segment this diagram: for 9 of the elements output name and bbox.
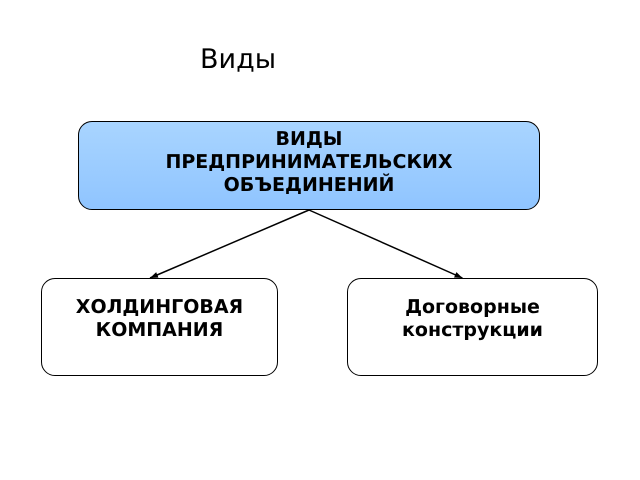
box-label: ХОЛДИНГОВАЯ КОМПАНИЯ	[74, 296, 244, 342]
process-box	[78, 121, 540, 210]
arrow	[150, 209, 310, 279]
process-box	[347, 278, 598, 376]
process-box	[41, 278, 278, 376]
box-label: Договорные конструкции	[401, 296, 544, 342]
arrow	[308, 209, 463, 279]
title: Виды	[200, 44, 276, 75]
box-label: ВИДЫ ПРЕДПРИНИМАТЕЛЬСКИХ ОБЪЕДИНЕНИЙ	[164, 128, 454, 197]
